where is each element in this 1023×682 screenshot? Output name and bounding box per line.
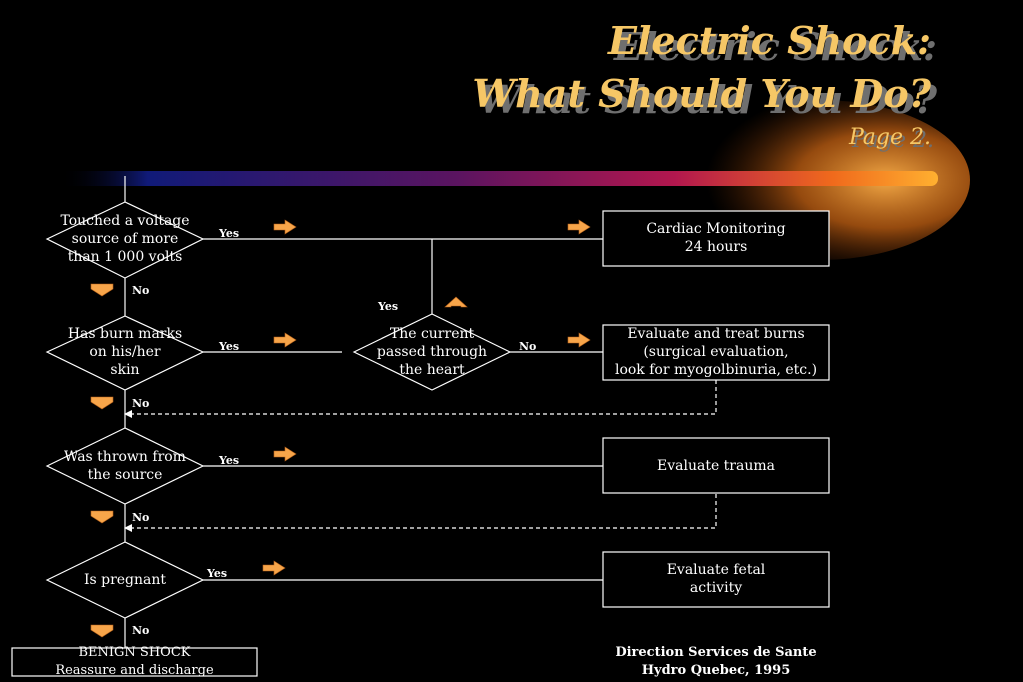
yes-label: Yes xyxy=(207,567,228,580)
decision-voltage-text: Touched a voltage source of more than 1 … xyxy=(60,213,190,265)
block-arrow-right xyxy=(567,332,591,348)
block-arrow-down xyxy=(90,283,114,297)
block-arrow-right xyxy=(567,219,591,235)
action-benign-box xyxy=(11,647,258,677)
block-arrow-right xyxy=(262,560,286,576)
action-burns-text: Evaluate and treat burns (surgical evalu… xyxy=(614,326,818,378)
action-trauma-text: Evaluate trauma xyxy=(657,458,775,474)
footer-credit: Direction Services de Sante Hydro Quebec… xyxy=(600,644,832,680)
block-arrow-right xyxy=(273,446,297,462)
yes-label: Yes xyxy=(219,454,240,467)
decision-thrown-shape xyxy=(45,427,205,505)
decision-burn-shape xyxy=(45,315,205,391)
action-trauma-box xyxy=(602,437,830,494)
connector-lines xyxy=(124,176,603,648)
no-label: No xyxy=(132,511,150,524)
return-arrowheads xyxy=(124,410,132,532)
decision-burn-text: Has burn marks on his/her skin xyxy=(67,326,183,378)
comet-streak xyxy=(60,171,938,186)
yes-label: Yes xyxy=(378,300,399,313)
block-arrow-down xyxy=(90,624,114,638)
action-cardiac-box xyxy=(602,210,830,267)
footer-line-2: Hydro Quebec, 1995 xyxy=(641,663,791,678)
arrowhead xyxy=(124,524,132,532)
decision-pregnant-shape xyxy=(45,541,205,619)
decision-heart-shape xyxy=(352,313,512,391)
decision-thrown-text: Was thrown from the source xyxy=(64,449,186,483)
decision-heart-text: The current passed through the heart xyxy=(376,326,488,378)
block-arrow-down xyxy=(90,510,114,524)
block-arrow-up xyxy=(444,296,468,308)
return-line-trauma xyxy=(130,494,717,529)
block-arrow-right xyxy=(273,332,297,348)
yes-label: Yes xyxy=(219,340,240,353)
title-line-2: What Should You Do? xyxy=(472,71,931,116)
title-line-1: Electric Shock: xyxy=(608,18,931,63)
block-arrows xyxy=(90,219,591,638)
block-arrow-right xyxy=(273,219,297,235)
action-fetal-box xyxy=(602,551,830,608)
arrowhead xyxy=(124,410,132,418)
decision-pregnant-text: Is pregnant xyxy=(83,572,167,588)
decision-voltage-shape xyxy=(45,201,205,279)
yes-label: Yes xyxy=(219,227,240,240)
action-fetal-text: Evaluate fetal activity xyxy=(666,562,766,596)
block-arrow-down xyxy=(90,396,114,410)
no-label: No xyxy=(132,624,150,637)
no-label: No xyxy=(132,397,150,410)
page-number: Page 2. xyxy=(848,125,931,150)
action-cardiac-text: Cardiac Monitoring 24 hours xyxy=(646,221,786,255)
no-label: No xyxy=(132,284,150,297)
no-label: No xyxy=(519,340,537,353)
slide-title: Electric Shock: What Should You Do? Page… xyxy=(472,18,931,152)
action-benign-text: BENIGN SHOCK Reassure and discharge xyxy=(55,645,214,678)
footer-line-1: Direction Services de Sante xyxy=(615,645,817,660)
action-burns-box xyxy=(602,324,830,381)
